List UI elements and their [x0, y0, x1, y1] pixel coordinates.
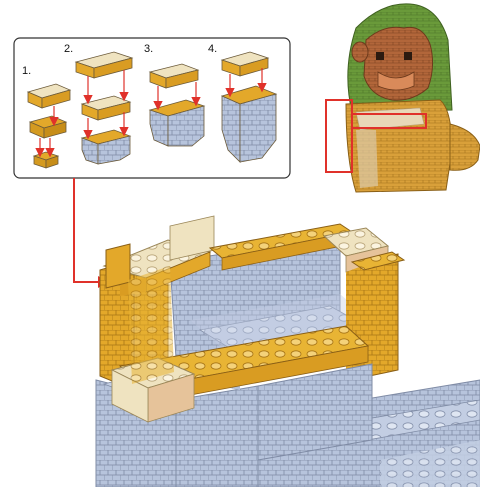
steps-panel: 1. 2. [14, 38, 290, 178]
main-build-model [96, 216, 480, 487]
red-callout-arrow [74, 178, 98, 282]
monkey-reference-model [326, 4, 480, 192]
step-3-label: 3. [144, 43, 153, 55]
monkey-tail [450, 124, 480, 170]
step-2-label: 2. [64, 43, 73, 55]
step-4-label: 4. [208, 43, 217, 55]
step-1-label: 1. [22, 65, 31, 77]
